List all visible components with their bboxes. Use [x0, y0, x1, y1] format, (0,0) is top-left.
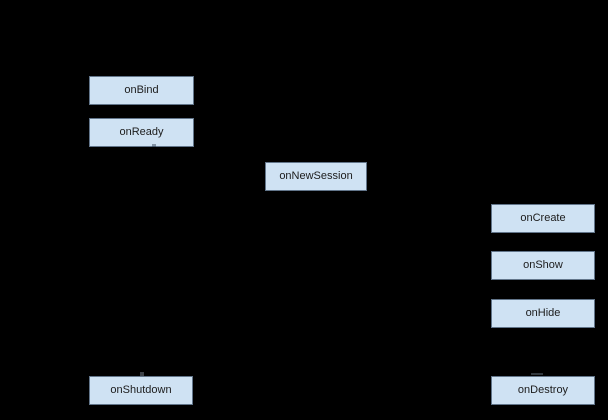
node-onshutdown: onShutdown: [89, 376, 193, 405]
node-label: onHide: [525, 307, 561, 319]
node-label: onReady: [119, 126, 164, 138]
node-label: onShow: [523, 259, 563, 271]
node-label: onBind: [124, 84, 159, 96]
node-label: onNewSession: [279, 170, 353, 182]
node-onready: onReady: [89, 118, 194, 147]
node-onbind: onBind: [89, 76, 194, 105]
node-ondestroy: onDestroy: [491, 376, 595, 405]
node-oncreate: onCreate: [491, 204, 595, 233]
connector-remnant-above-ondestroy: [531, 373, 543, 375]
node-onnewsession: onNewSession: [265, 162, 367, 191]
node-onhide: onHide: [491, 299, 595, 328]
node-label: onShutdown: [110, 384, 172, 396]
node-onshow: onShow: [491, 251, 595, 280]
node-label: onDestroy: [517, 384, 569, 396]
node-label: onCreate: [520, 212, 566, 224]
